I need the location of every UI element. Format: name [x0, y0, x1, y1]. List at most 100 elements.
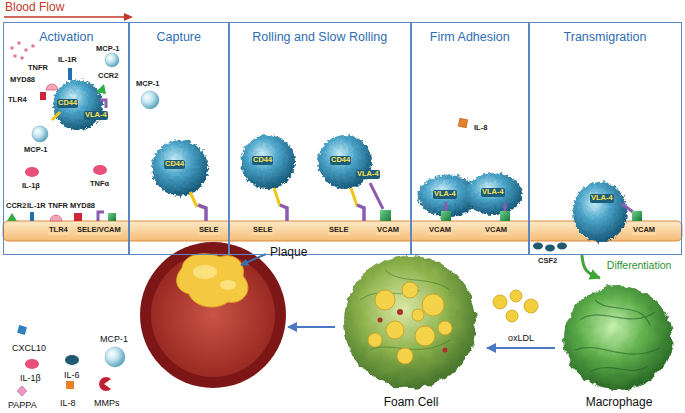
panel-heading: Transmigration — [529, 30, 681, 44]
molecule-label: MYD88 — [10, 76, 35, 85]
adhesion-scene — [504, 203, 507, 211]
activation-scene — [7, 213, 17, 221]
adhesion-molecule-label: VCAM — [484, 226, 508, 235]
molecule-label: CSF2 — [538, 257, 557, 266]
activation-scene — [24, 48, 28, 52]
foam-cell-illustration — [397, 348, 413, 364]
transmigration-scene — [533, 243, 543, 250]
adhesion-molecule-label: SELE — [198, 226, 220, 235]
molecule-label: TNFα — [90, 180, 109, 189]
capture-scene — [152, 140, 208, 196]
receptor-label: CD44 — [164, 160, 185, 169]
vessel-illustration — [140, 242, 286, 388]
activation-scene — [50, 215, 62, 221]
transmigration-scene — [557, 243, 567, 250]
cytokine-icons — [99, 377, 111, 391]
panel-heading: Firm Adhesion — [411, 30, 529, 44]
cytokine-label: PAPPA — [8, 400, 37, 410]
activation-scene — [10, 46, 14, 50]
activation-scene — [96, 84, 106, 94]
transmigration-scene — [533, 182, 642, 252]
vessel-illustration — [140, 242, 286, 388]
capture-scene — [141, 91, 159, 109]
adhesion-scene — [418, 118, 522, 221]
arrow-label: Differentiation — [606, 259, 673, 271]
molecule-label: IL-8 — [474, 124, 487, 133]
cytokine-label: CXCL10 — [12, 343, 46, 353]
cytokine-label: IL-6 — [64, 370, 80, 380]
activation-scene — [7, 41, 119, 221]
oxldl-particles — [524, 299, 538, 313]
receptor-label: VLA-4 — [590, 194, 614, 203]
foam-cell-illustration — [397, 309, 403, 315]
adhesion-molecule-label: SELE/VCAM — [76, 226, 122, 235]
adhesion-scene — [500, 211, 510, 221]
adhesion-molecule-label: VCAM — [376, 226, 400, 235]
adhesion-molecule-label: VCAM — [632, 226, 656, 235]
cytokine-icons — [17, 325, 27, 335]
activation-scene — [52, 112, 60, 120]
foam-cell-illustration — [344, 256, 476, 388]
receptor-label: VLA-4 — [433, 190, 457, 199]
activation-scene — [46, 84, 58, 90]
foam-cell-illustration — [360, 270, 450, 350]
molecule-label: TLR4 — [8, 96, 27, 105]
oxldl-particles — [493, 290, 538, 322]
panel-heading: Capture — [129, 30, 229, 44]
cytokine-label: MMPs — [94, 398, 120, 408]
stage-panel: Transmigration — [528, 22, 682, 255]
adhesion-scene — [445, 202, 448, 211]
adhesion-molecule-label: TLR4 — [48, 226, 69, 235]
activation-scene — [105, 53, 119, 67]
rolling-scene — [274, 188, 280, 206]
capture-scene — [190, 192, 197, 207]
foam-cell-illustration — [344, 256, 476, 388]
rolling-scene — [318, 135, 372, 189]
cytokine-label: MCP-1 — [100, 334, 128, 344]
macrophage-illustration — [564, 286, 672, 390]
activation-scene — [25, 167, 39, 177]
foam-cell-illustration — [443, 348, 448, 353]
molecule-label: MCP-1 — [136, 80, 159, 89]
cell-caption: Macrophage — [555, 396, 683, 410]
molecule-label: TNFR — [28, 64, 48, 73]
molecule-label: CCR2 — [6, 202, 26, 211]
vessel-illustration — [177, 254, 248, 307]
stage-panel: Rolling and Slow Rolling — [228, 22, 412, 255]
activation-scene — [31, 44, 35, 48]
receptor-label: VLA-4 — [481, 188, 505, 197]
transmigration-scene — [622, 204, 633, 212]
molecule-label: MCP-1 — [24, 146, 47, 155]
receptor-label: CD44 — [57, 99, 78, 108]
flow-arrow — [487, 347, 555, 349]
activation-scene — [74, 213, 82, 221]
vessel-illustration — [151, 253, 275, 377]
cytokine-icons — [105, 347, 125, 367]
transmigration-scene — [632, 211, 642, 221]
macrophage-cell: Macrophage — [555, 278, 683, 410]
rolling-scene — [351, 188, 357, 206]
rolling-scene — [380, 210, 391, 221]
blood-flow-arrow — [124, 13, 133, 21]
adhesion-scene — [466, 173, 522, 215]
molecule-label: MCP-1 — [96, 45, 119, 54]
transmigration-scene — [545, 245, 555, 252]
foam-cell-illustration — [375, 290, 395, 310]
rolling-scene — [357, 205, 364, 221]
flow-arrow — [288, 326, 335, 328]
adhesion-scene — [441, 211, 451, 221]
molecule-label: TNFR — [48, 202, 68, 211]
activation-scene — [13, 54, 17, 58]
rolling-scene — [241, 135, 391, 221]
stage-panel: Firm Adhesion — [410, 22, 530, 255]
activation-scene — [108, 213, 116, 221]
oxldl-particles — [510, 290, 522, 302]
cytokine-icons — [66, 381, 74, 389]
activation-scene — [68, 68, 72, 80]
molecule-label: IL-1R — [27, 202, 46, 211]
rolling-scene — [370, 183, 383, 209]
oxldl-particles — [506, 310, 518, 322]
activation-scene — [20, 56, 24, 60]
